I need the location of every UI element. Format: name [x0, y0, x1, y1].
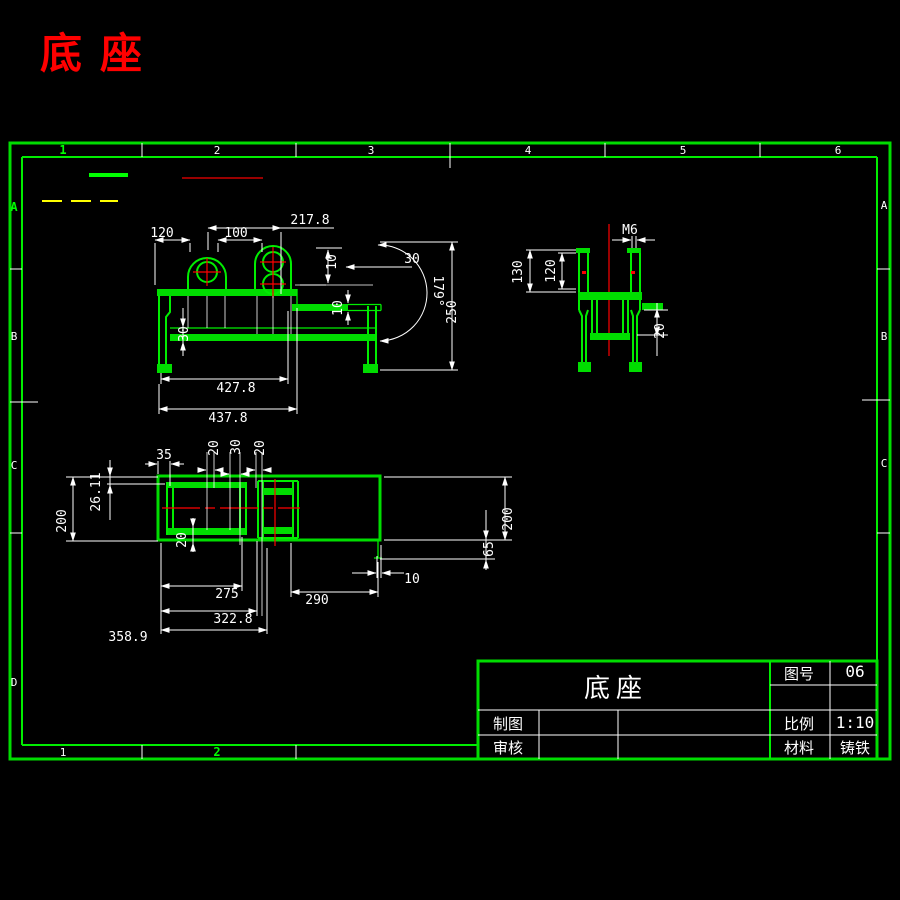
dim-slot-c: 20 [253, 440, 268, 456]
side-view: M6 130 120 20 [511, 223, 668, 372]
dim-angle-r: 30 [404, 252, 420, 267]
zone-label-top-1: 1 [59, 143, 66, 157]
dim-lug-left: 120 [150, 226, 173, 241]
scale-value: 1:10 [836, 713, 875, 732]
zone-label-right-c: C [881, 457, 888, 470]
drafter-label: 制图 [493, 716, 523, 733]
top-view-dimensions: 35 20 30 20 26.11 200 20 [55, 439, 516, 645]
page-title: 底座 [40, 30, 160, 77]
dim-thread: M6 [622, 223, 638, 238]
dim-width-inner: 427.8 [216, 381, 255, 396]
dim-len-d: 290 [305, 593, 328, 608]
drawing-no-value: 06 [845, 662, 864, 681]
top-view-geometry [156, 474, 382, 559]
dim-edge: 26.11 [89, 472, 104, 511]
dim-height: 250 [445, 300, 460, 323]
linetype-legend [42, 173, 263, 202]
front-view-dimensions: 120 100 217.8 10 10 30 179° [150, 213, 460, 426]
title-block: 底座 图号 06 制图 审核 比例 1:10 材料 铸铁 [476, 659, 879, 761]
zone-label-top-4: 4 [525, 144, 532, 157]
dim-arm-offset: 20 [653, 323, 668, 339]
zone-label-right-b: B [881, 330, 888, 343]
dim-lug-span: 217.8 [290, 213, 329, 228]
dim-offset: 65 [482, 541, 497, 557]
zone-label-top-3: 3 [368, 144, 375, 157]
dim-height-outer: 130 [511, 260, 526, 283]
zone-label-top-2: 2 [214, 144, 221, 157]
sheet-frame: 1 2 3 4 5 6 1 2 A B C D A B C [8, 141, 892, 761]
zone-label-top-6: 6 [835, 144, 842, 157]
front-view-geometry [157, 245, 382, 373]
zone-label-left-c: C [11, 459, 18, 472]
zone-label-bottom-2: 2 [213, 745, 220, 759]
zone-label-right-a: A [881, 199, 888, 212]
zone-label-left-b: B [11, 330, 18, 343]
dim-step: 10 [404, 572, 420, 587]
scale-label: 比例 [784, 716, 814, 733]
material-label: 材料 [784, 740, 814, 757]
dim-width-right: 200 [501, 507, 516, 530]
dim-len-a: 275 [215, 587, 238, 602]
dim-height-inner: 120 [544, 259, 559, 282]
dim-width-overall: 437.8 [208, 411, 247, 426]
dim-width-left: 200 [55, 509, 70, 532]
top-view: 35 20 30 20 26.11 200 20 [55, 439, 516, 645]
dim-arm-thickness: 10 [331, 300, 346, 316]
dim-slot-b: 30 [229, 439, 244, 455]
zone-label-bottom-1: 1 [60, 746, 67, 759]
side-view-dimensions: M6 130 120 20 [511, 223, 668, 356]
drawing-no-label: 图号 [784, 666, 814, 683]
title-block-part-name: 底座 [584, 673, 648, 703]
dim-gap-top: 10 [325, 254, 340, 270]
dim-wall: 35 [156, 448, 172, 463]
front-view: 120 100 217.8 10 10 30 179° [150, 213, 460, 426]
zone-label-top-5: 5 [680, 144, 687, 157]
dim-inner: 20 [175, 532, 190, 548]
zone-label-left-a: A [10, 200, 18, 214]
dim-angle: 179° [430, 275, 445, 306]
material-value: 铸铁 [840, 740, 870, 757]
zone-label-left-d: D [11, 676, 18, 689]
dim-len-c: 358.9 [108, 630, 147, 645]
side-view-geometry [576, 224, 663, 372]
checker-label: 审核 [493, 740, 523, 757]
dim-len-b: 322.8 [213, 612, 252, 627]
dim-rail-gap: 30 [177, 326, 192, 342]
dim-slot-a: 20 [207, 440, 222, 456]
